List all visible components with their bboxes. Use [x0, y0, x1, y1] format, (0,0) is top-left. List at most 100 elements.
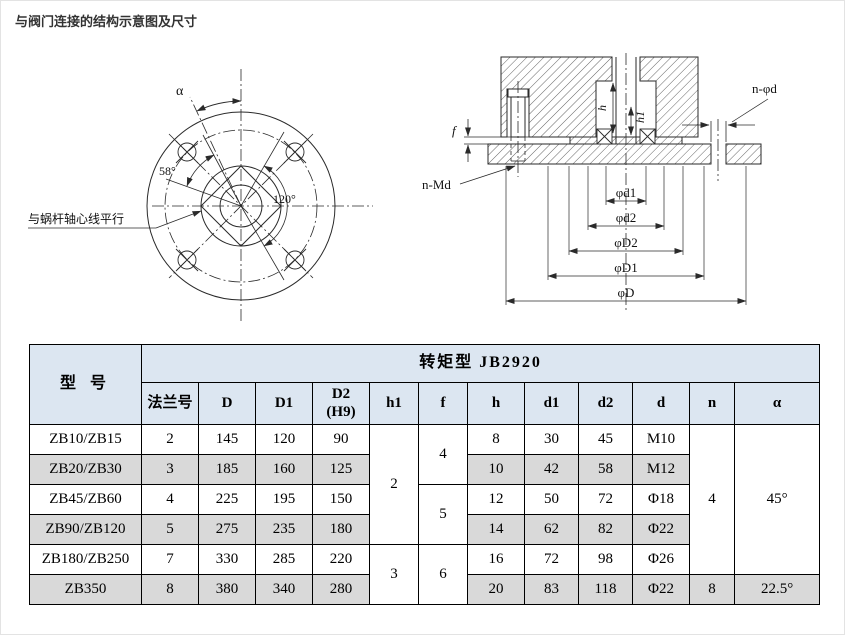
cell-d1: 50 [524, 484, 579, 515]
cell-h1: 3 [369, 544, 419, 605]
angle-120-label: 120° [273, 192, 296, 206]
cell-flange: 7 [141, 544, 199, 575]
cell-D1: 120 [255, 424, 313, 455]
header-torque-group: 转矩型 JB2920 [140, 344, 821, 383]
cell-D1: 340 [255, 574, 313, 605]
dimensions-table: 型 号 转矩型 JB2920 法兰号 D D1 D2 (H9) h1 f h d… [29, 344, 821, 605]
cell-alpha: 22.5° [733, 574, 821, 605]
centerlines [152, 69, 373, 323]
diameter-extension-lines [505, 166, 747, 305]
cell-d1: 72 [524, 544, 579, 575]
n-Md-leader [459, 165, 516, 185]
header-D: D [198, 382, 256, 425]
cell-d1: 62 [524, 514, 579, 545]
diameter-dimension-lines [505, 198, 747, 304]
phi-D1-label: φD1 [614, 260, 637, 275]
header-flange-no: 法兰号 [141, 382, 199, 425]
cell-model: ZB45/ZB60 [29, 484, 142, 515]
alpha-label: α [176, 84, 184, 99]
table-row: ZB45/ZB60 4 225 195 150 5 12 50 72 Φ18 [29, 484, 820, 545]
cell-D2: 180 [312, 514, 370, 545]
angle-58-dimension [165, 134, 242, 207]
cell-d: Φ26 [632, 544, 690, 575]
cell-d2: 58 [578, 454, 633, 485]
phi-d2-label: φd2 [616, 210, 637, 225]
f-dimension [464, 119, 570, 162]
cell-model: ZB20/ZB30 [29, 454, 142, 485]
phi-D2-label: φD2 [614, 235, 637, 250]
cell-d2: 72 [578, 484, 633, 515]
n-phi-d-dimension [682, 98, 769, 181]
cell-d2: 82 [578, 514, 633, 545]
cell-n: 8 [689, 574, 735, 605]
cell-d2: 98 [578, 544, 633, 575]
cell-h: 20 [467, 574, 525, 605]
n-Md-label: n-Md [422, 177, 451, 192]
cell-f: 6 [418, 544, 468, 605]
cell-D: 225 [198, 484, 256, 515]
cell-h: 12 [467, 484, 525, 515]
header-h: h [467, 382, 525, 425]
cell-n: 4 [689, 424, 735, 575]
header-d2: d2 [578, 382, 633, 425]
cell-model: ZB180/ZB250 [29, 544, 142, 575]
cell-D: 330 [198, 544, 256, 575]
cell-D: 275 [198, 514, 256, 545]
cell-D: 380 [198, 574, 256, 605]
flange-section-view-diagram: n-φd f n-Md h h1 φd1 φd2 φD2 φD1 φD [422, 53, 777, 313]
cell-alpha: 45° [733, 424, 821, 575]
f-label: f [452, 123, 458, 138]
stud-bolt [507, 81, 529, 177]
cell-D: 185 [198, 454, 256, 485]
flange-outer-circle [146, 111, 336, 301]
alpha-dimension [189, 96, 242, 207]
cell-h: 10 [467, 454, 525, 485]
cell-d: Φ22 [632, 514, 690, 545]
cell-flange: 8 [141, 574, 199, 605]
bolt-holes [175, 140, 307, 272]
cell-D1: 285 [255, 544, 313, 575]
cell-D2: 125 [312, 454, 370, 485]
cell-D2: 150 [312, 484, 370, 515]
header-D1: D1 [255, 382, 313, 425]
cell-f: 5 [418, 484, 468, 545]
cell-D1: 195 [255, 484, 313, 515]
cell-d: Φ18 [632, 484, 690, 515]
stem-hole-circle [219, 184, 263, 228]
header-f: f [418, 382, 468, 425]
cell-d: Φ22 [632, 574, 690, 605]
cell-flange: 2 [141, 424, 199, 455]
header-n: n [689, 382, 735, 425]
header-D2: D2 (H9) [312, 382, 370, 425]
housing-right-section [639, 56, 699, 138]
cell-flange: 3 [141, 454, 199, 485]
angle-120-dimension [240, 131, 288, 281]
cell-model: ZB350 [29, 574, 142, 605]
header-d: d [632, 382, 690, 425]
table-row: ZB10/ZB15 2 145 120 90 2 4 8 30 45 M10 4… [29, 424, 821, 575]
cell-D: 145 [198, 424, 256, 455]
worm-axis-note: 与蜗杆轴心线平行 [28, 211, 124, 226]
table-row: ZB90/ZB120 5 275 235 180 14 62 82 Φ22 [29, 514, 820, 545]
cell-h1: 2 [369, 424, 419, 545]
page-title: 与阀门连接的结构示意图及尺寸 [15, 14, 198, 29]
cell-d1: 42 [524, 454, 579, 485]
cell-D1: 235 [255, 514, 313, 545]
cell-model: ZB90/ZB120 [29, 514, 142, 545]
cell-flange: 4 [141, 484, 199, 515]
header-model: 型 号 [29, 344, 142, 425]
cell-model: ZB10/ZB15 [29, 424, 142, 455]
header-h1: h1 [369, 382, 419, 425]
cell-D2: 220 [312, 544, 370, 575]
cell-D2: 90 [312, 424, 370, 455]
phi-d1-label: φd1 [616, 185, 637, 200]
h1-label: h1 [633, 111, 647, 123]
cell-h: 8 [467, 424, 525, 455]
cell-d1: 83 [524, 574, 579, 605]
cell-D1: 160 [255, 454, 313, 485]
phi-D-label: φD [618, 285, 635, 300]
table-row: ZB180/ZB250 7 330 285 220 3 6 16 72 98 Φ… [29, 544, 820, 605]
cell-f: 4 [418, 424, 468, 485]
cell-d1: 30 [524, 424, 579, 455]
